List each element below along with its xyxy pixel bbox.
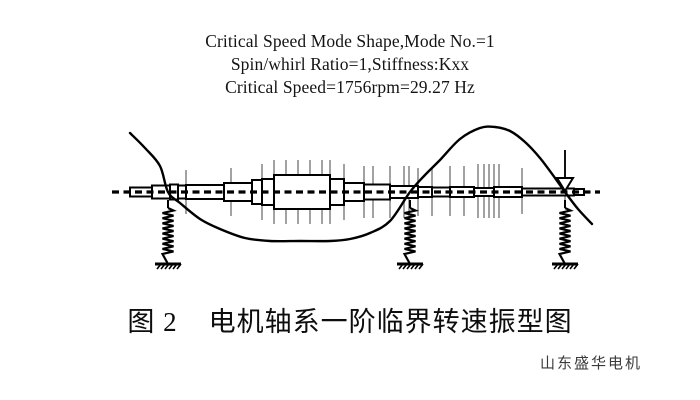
- spring-coil: [160, 207, 177, 265]
- bearing-right: [552, 200, 579, 270]
- bearing-middle: [397, 200, 424, 270]
- chart-title-line-2: Spin/whirl Ratio=1,Stiffness:Kxx: [230, 54, 470, 75]
- mode-shape-curve-group: [128, 125, 594, 243]
- chart-title-block: Critical Speed Mode Shape,Mode No.=1 Spi…: [0, 30, 700, 99]
- ground-hatch: [176, 263, 182, 270]
- figure-caption: 图 2 电机轴系一阶临界转速振型图: [127, 307, 573, 337]
- watermark-text: 山东盛华电机: [539, 356, 642, 372]
- ground-hatch: [410, 263, 416, 270]
- mode-shape-curve: [128, 125, 594, 243]
- ground-hatch: [573, 263, 579, 270]
- ground-hatch: [160, 263, 166, 270]
- ground-hatch: [406, 263, 412, 270]
- spring-coil: [557, 207, 574, 265]
- rotor-mode-shape-figure: [0, 110, 700, 285]
- ground-hatch: [398, 263, 404, 270]
- probe-marker-group: [555, 150, 575, 193]
- ground-hatch: [156, 263, 162, 270]
- ground-hatch: [164, 263, 170, 270]
- ground-hatch: [557, 263, 563, 270]
- ground-hatch: [418, 263, 424, 270]
- probe-triangle-down-icon: [555, 177, 575, 193]
- ground-hatch: [565, 263, 571, 270]
- spring-coil: [402, 207, 419, 265]
- ground-hatch: [561, 263, 567, 270]
- chart-title-line-1: Critical Speed Mode Shape,Mode No.=1: [205, 31, 495, 51]
- rotor-diagram-svg: [112, 125, 600, 270]
- ground-hatch: [402, 263, 408, 270]
- ground-hatch: [553, 263, 559, 270]
- ground-hatch: [172, 263, 178, 270]
- bearing-supports-group: [155, 200, 579, 270]
- ground-hatch: [569, 263, 575, 270]
- bearing-left: [155, 200, 182, 270]
- ground-hatch: [168, 263, 174, 270]
- ground-hatch: [414, 263, 420, 270]
- chart-title-line-3: Critical Speed=1756rpm=29.27 Hz: [225, 77, 475, 98]
